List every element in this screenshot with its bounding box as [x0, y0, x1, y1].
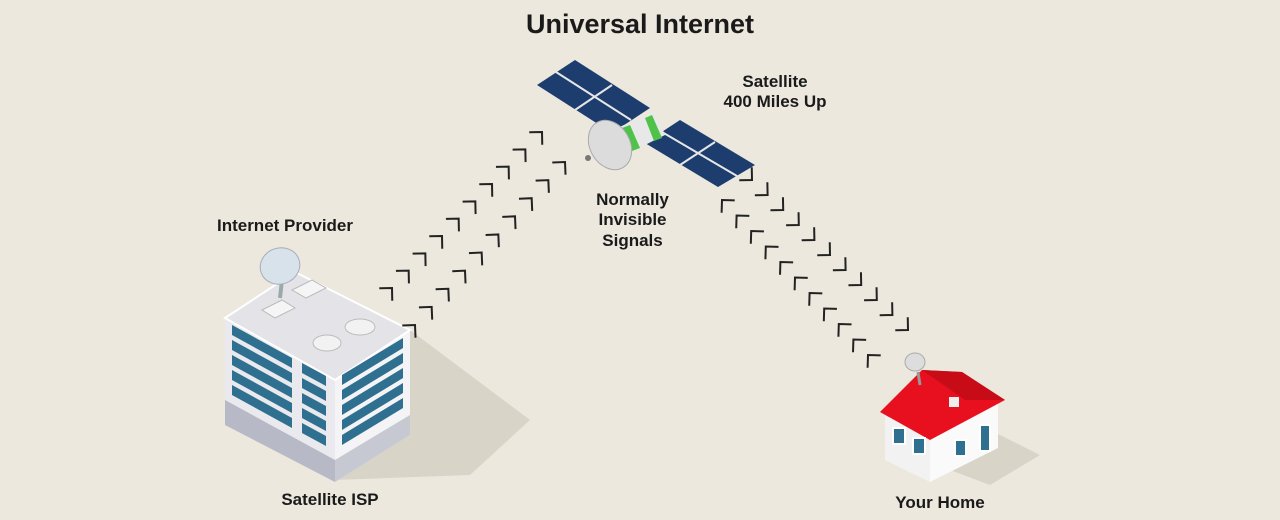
signal-chevron — [429, 234, 444, 249]
signal-chevron — [779, 260, 794, 275]
signals-label: Normally Invisible Signals — [570, 190, 695, 251]
house — [880, 352, 1040, 485]
signal-chevron — [832, 257, 847, 272]
home-dish-icon — [904, 352, 926, 386]
signal-chevron — [552, 160, 567, 175]
signal-chevron — [739, 167, 754, 182]
satellite-label: Satellite 400 Miles Up — [700, 72, 850, 113]
signal-chevron — [529, 130, 544, 145]
signal-chevron — [735, 214, 750, 229]
satellite-dish-icon — [259, 247, 301, 299]
page-title: Universal Internet — [525, 9, 755, 39]
isp-building — [223, 247, 412, 482]
signal-chevron — [518, 197, 534, 211]
signal-chevron — [793, 276, 808, 291]
signal-chevron — [435, 287, 450, 302]
signal-chevron — [512, 148, 527, 163]
satellite-label-line1: Satellite — [742, 72, 808, 91]
signal-chevron — [754, 182, 769, 197]
signal-chevron — [895, 317, 910, 332]
signal-chevron — [452, 269, 467, 284]
signal-arrows — [379, 130, 910, 368]
signal-chevron — [468, 251, 484, 266]
signal-chevron — [786, 212, 800, 227]
signal-chevron — [749, 229, 764, 244]
satellite-label-line2: 400 Miles Up — [723, 92, 827, 112]
isp-label: Satellite ISP — [281, 490, 379, 509]
signal-chevron — [445, 217, 460, 232]
signal-chevron — [495, 165, 510, 180]
signal-chevron — [866, 353, 881, 368]
roof-vent — [344, 318, 376, 336]
home-label: Your Home — [895, 493, 985, 512]
building-windows — [232, 325, 403, 446]
signal-chevron — [801, 227, 816, 242]
signal-chevron — [395, 269, 410, 284]
signal-chevron — [535, 179, 550, 193]
signal-chevron — [462, 200, 477, 215]
signal-chevron — [822, 307, 837, 322]
signal-chevron — [418, 305, 434, 320]
signal-chevron — [764, 245, 779, 260]
signal-chevron — [479, 182, 494, 197]
signal-chevron — [837, 322, 852, 337]
signal-chevron — [848, 272, 863, 287]
signal-chevron — [770, 197, 785, 212]
signal-chevron — [852, 338, 867, 353]
signals-label-line2: Invisible — [598, 210, 667, 230]
signal-chevron — [817, 242, 832, 257]
provider-label: Internet Provider — [216, 216, 354, 235]
signal-chevron — [502, 215, 517, 230]
roof-vent — [312, 334, 342, 352]
satellite — [537, 60, 755, 187]
signal-chevron — [402, 323, 417, 338]
signal-chevron — [485, 233, 500, 248]
signal-chevron — [379, 286, 394, 301]
signal-chevron — [720, 198, 735, 213]
signal-chevron — [808, 291, 823, 306]
signals-label-line3: Signals — [602, 230, 663, 250]
signals-label-line1: Normally — [596, 190, 669, 209]
signal-chevron — [412, 252, 427, 267]
signal-chevron — [864, 287, 878, 302]
signal-chevron — [879, 302, 894, 317]
